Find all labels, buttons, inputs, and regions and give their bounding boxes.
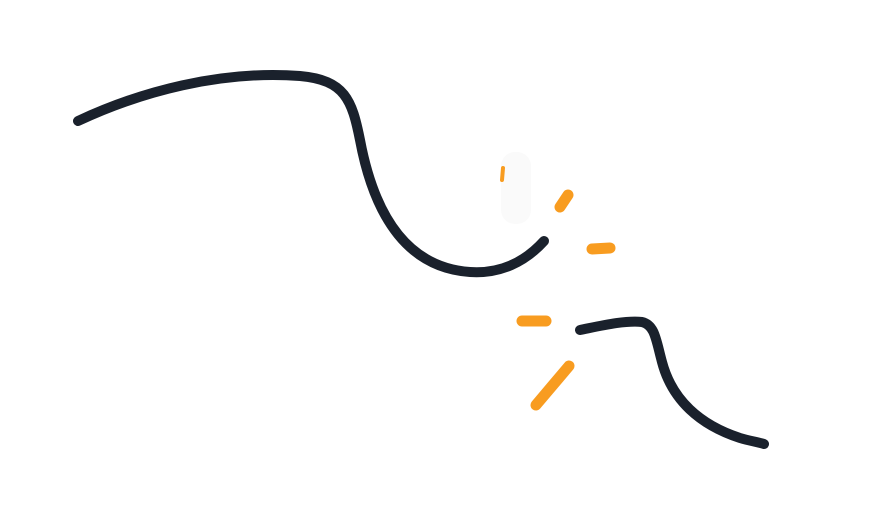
light-patch (501, 152, 531, 224)
spark-fragment-tiny (500, 166, 505, 182)
lower-line-segment (575, 316, 769, 449)
spark-dash-4 (530, 360, 575, 411)
spark-dash-1 (554, 189, 574, 213)
spark-dash-2 (586, 242, 616, 255)
upper-line-segment (73, 70, 549, 278)
